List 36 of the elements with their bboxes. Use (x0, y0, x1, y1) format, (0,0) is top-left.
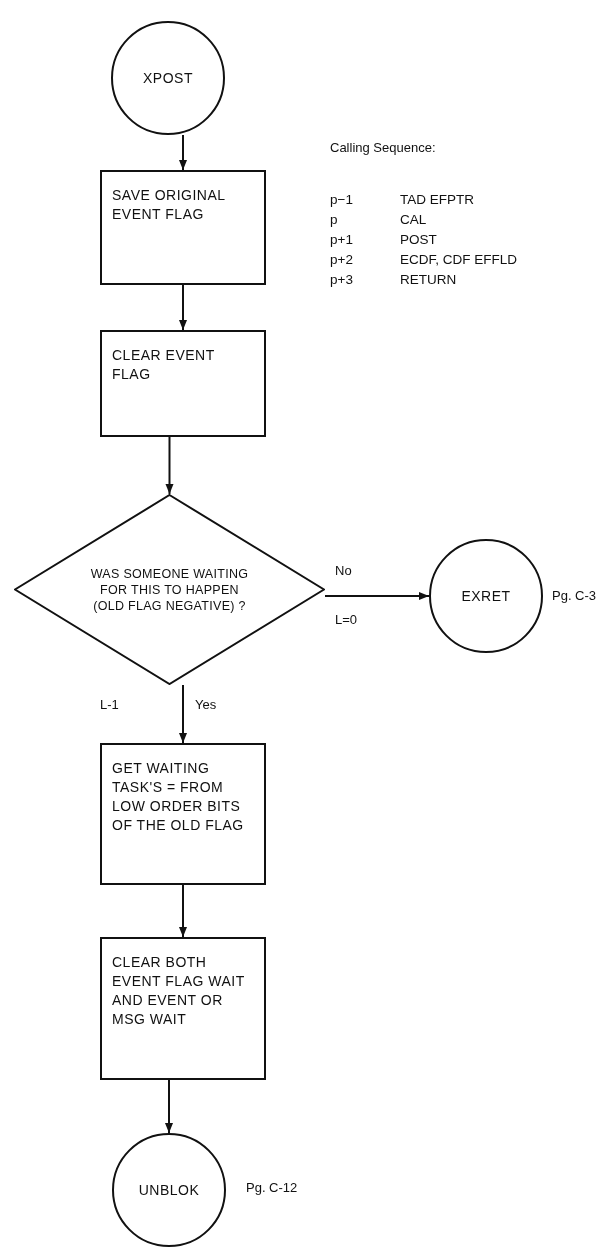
instruction-cell: POST (400, 232, 437, 247)
arrow (179, 884, 187, 938)
process-text: GET WAITING TASK'S = FROM LOW ORDER BITS OF THE OLD FLAG (112, 759, 245, 835)
arrow (179, 284, 187, 331)
instruction-cell: RETURN (400, 272, 457, 287)
heading-note: Calling Sequence: (330, 140, 436, 155)
page-reference: Pg. C-3 (552, 588, 597, 603)
instruction-cell: CAL (400, 212, 427, 227)
connector-label: EXRET (461, 586, 511, 606)
arrow (165, 436, 174, 495)
process-box (100, 330, 266, 437)
address-cell: p+1 (330, 232, 353, 247)
process-text: CLEAR EVENT FLAG (112, 346, 216, 384)
page-reference: Pg. C-12 (246, 1180, 298, 1195)
decision-text: WAS SOMEONE WAITING FOR THIS TO HAPPEN (OLD FLAG NEGATIVE) ? (89, 565, 250, 614)
arrow (324, 592, 430, 600)
address-cell: p+3 (330, 272, 353, 287)
condition-label: L-1 (100, 697, 119, 712)
process-box (100, 937, 266, 1080)
connector-label: UNBLOK (138, 1180, 200, 1200)
edge-label: No (335, 563, 352, 578)
address-cell: p+2 (330, 252, 353, 267)
address-cell: p−1 (330, 192, 353, 207)
arrow (179, 134, 187, 171)
address-cell: p (330, 212, 338, 227)
arrow (165, 1079, 173, 1134)
condition-label: L=0 (335, 612, 358, 627)
process-box (100, 170, 266, 285)
process-text: SAVE ORIGINAL EVENT FLAG (112, 186, 227, 224)
process-text: CLEAR BOTH EVENT FLAG WAIT AND EVENT OR MSG WAIT (112, 953, 246, 1029)
instruction-cell: TAD EFPTR (400, 192, 474, 207)
process-box (100, 743, 266, 885)
instruction-cell: ECDF, CDF EFFLD (400, 252, 517, 267)
edge-label: Yes (195, 697, 217, 712)
arrow (179, 684, 187, 744)
connector-label: XPOST (143, 68, 193, 88)
